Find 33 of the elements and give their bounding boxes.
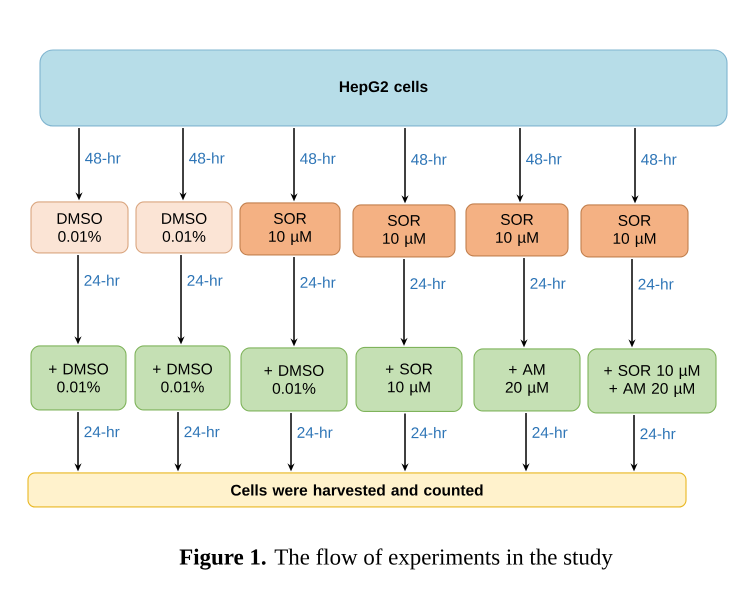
result-box: Cells were harvested and counted <box>27 472 687 508</box>
edge-label: 48-hr <box>524 152 564 166</box>
edge-label: 24-hr <box>298 275 338 290</box>
edge-label: 48-hr <box>298 151 338 166</box>
edge-label: 24-hr <box>182 424 222 439</box>
edge-label: 24-hr <box>530 425 570 440</box>
edge-label: 24-hr <box>82 273 122 288</box>
process-box: SOR 10 µM <box>465 203 569 257</box>
edge-label: 24-hr <box>638 426 678 441</box>
edge-label: 24-hr <box>82 424 122 439</box>
process-box: + DMSO 0.01% <box>240 347 348 412</box>
process-box: SOR 10 µM <box>352 204 456 258</box>
edge-label: 24-hr <box>409 425 448 440</box>
process-box: + DMSO 0.01% <box>134 345 231 411</box>
process-box: + DMSO 0.01% <box>30 345 127 411</box>
header-box: HepG2 cells <box>39 49 728 127</box>
edge-label: 48-hr <box>83 150 122 166</box>
edge-label: 24-hr <box>185 273 224 288</box>
caption: Figure 1. The flow of experiments in the study <box>180 548 613 570</box>
edge-label: 48-hr <box>187 150 226 166</box>
edge-label: 48-hr <box>409 152 448 166</box>
process-box: + SOR 10 µM <box>355 346 463 412</box>
process-box: DMSO 0.01% <box>135 201 233 254</box>
process-box: DMSO 0.01% <box>30 201 129 254</box>
edge-label: 24-hr <box>295 425 334 440</box>
process-box: SOR 10 µM <box>239 202 341 256</box>
process-box: + AM 20 µM <box>473 348 581 412</box>
edge-label: 24-hr <box>636 276 676 291</box>
edge-label: 24-hr <box>528 276 568 290</box>
process-box: SOR 10 µM <box>580 204 689 258</box>
process-box: + SOR 10 µM + AM 20 µM <box>587 348 717 414</box>
edge-label: 48-hr <box>639 152 678 166</box>
edge-label: 24-hr <box>408 276 448 291</box>
